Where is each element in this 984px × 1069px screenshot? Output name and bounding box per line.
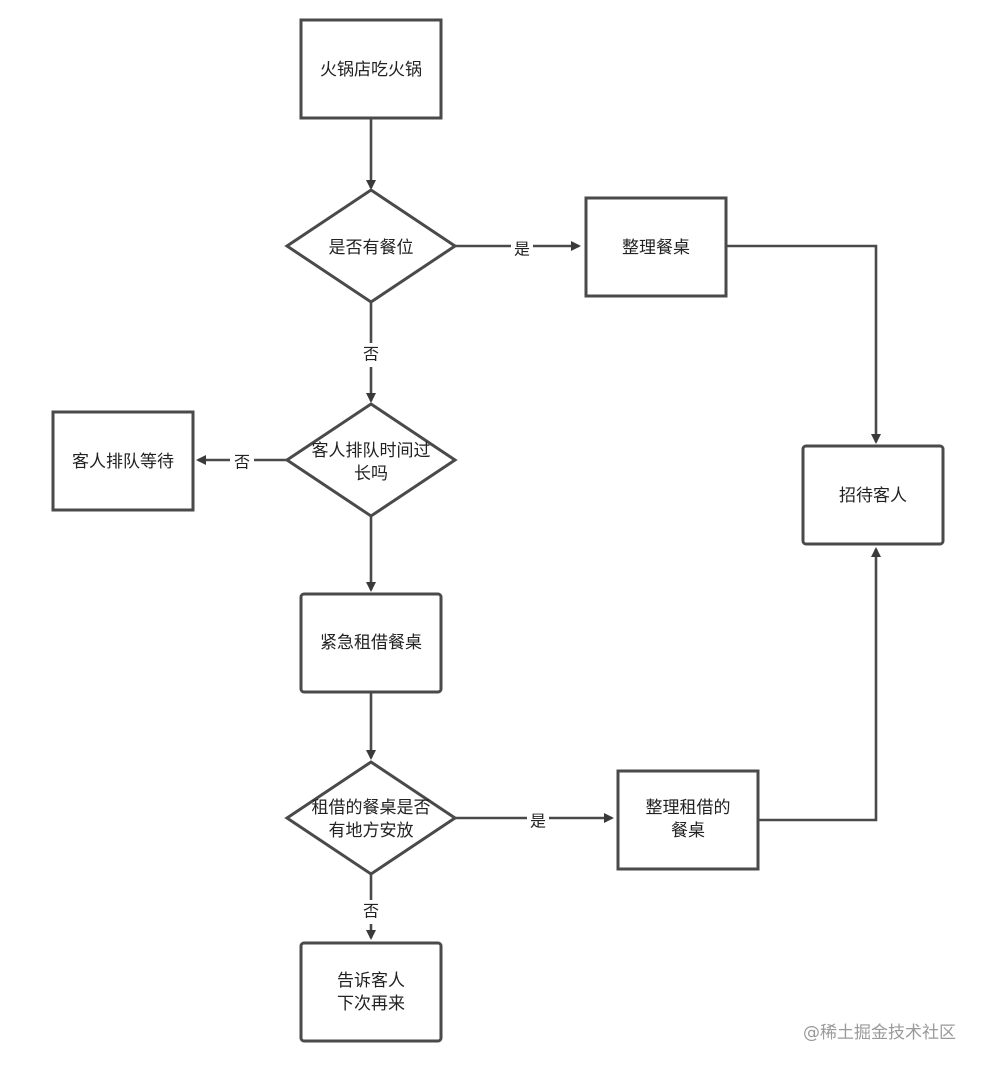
label-has-seat-yes: 是 — [511, 238, 533, 260]
node-guest-wait: 客人排队等待 — [51, 410, 195, 512]
node-rent-table: 紧急租借餐桌 — [299, 592, 443, 694]
svg-text:招待客人: 招待客人 — [839, 486, 907, 506]
svg-text:有地方安放: 有地方安放 — [329, 821, 414, 841]
svg-text:客人排队时间过: 客人排队时间过 — [312, 441, 431, 461]
decision-has-seat: 是否有餐位 — [284, 188, 458, 304]
svg-text:否: 否 — [363, 345, 379, 364]
svg-text:下次再来: 下次再来 — [337, 994, 405, 1014]
label-queue-no: 否 — [230, 451, 254, 473]
svg-text:告诉客人: 告诉客人 — [337, 971, 405, 991]
edge-tidy-table-to-serve — [726, 244, 881, 444]
svg-text:是否有餐位: 是否有餐位 — [329, 238, 414, 258]
node-tell-guest: 告诉客人 下次再来 — [299, 941, 443, 1043]
svg-text:是: 是 — [530, 812, 546, 831]
svg-text:整理租借的: 整理租借的 — [646, 798, 731, 818]
watermark: @稀土掘金技术社区 — [803, 1023, 956, 1043]
svg-text:否: 否 — [234, 453, 250, 472]
svg-text:租借的餐桌是否: 租借的餐桌是否 — [312, 798, 431, 818]
svg-text:否: 否 — [363, 902, 379, 921]
svg-text:客人排队等待: 客人排队等待 — [72, 452, 174, 472]
label-space-yes: 是 — [527, 811, 549, 833]
edge-tidy-rented-to-serve — [758, 547, 881, 822]
svg-text:是: 是 — [514, 240, 530, 259]
node-tidy-table: 整理餐桌 — [584, 196, 728, 298]
decision-space-check: 租借的餐桌是否 有地方安放 — [284, 760, 458, 876]
node-hotpot-restaurant: 火锅店吃火锅 — [299, 18, 443, 120]
label-space-no: 否 — [360, 900, 382, 924]
svg-text:整理餐桌: 整理餐桌 — [622, 238, 690, 258]
decision-queue-too-long: 客人排队时间过 长吗 — [284, 402, 458, 518]
node-serve-guest: 招待客人 — [801, 444, 945, 546]
svg-text:紧急租借餐桌: 紧急租借餐桌 — [320, 633, 422, 653]
node-tidy-rented-table: 整理租借的 餐桌 — [616, 769, 760, 871]
svg-text:火锅店吃火锅: 火锅店吃火锅 — [320, 60, 422, 80]
svg-text:餐桌: 餐桌 — [671, 821, 705, 841]
svg-text:长吗: 长吗 — [354, 464, 388, 484]
label-has-seat-no: 否 — [360, 343, 382, 367]
